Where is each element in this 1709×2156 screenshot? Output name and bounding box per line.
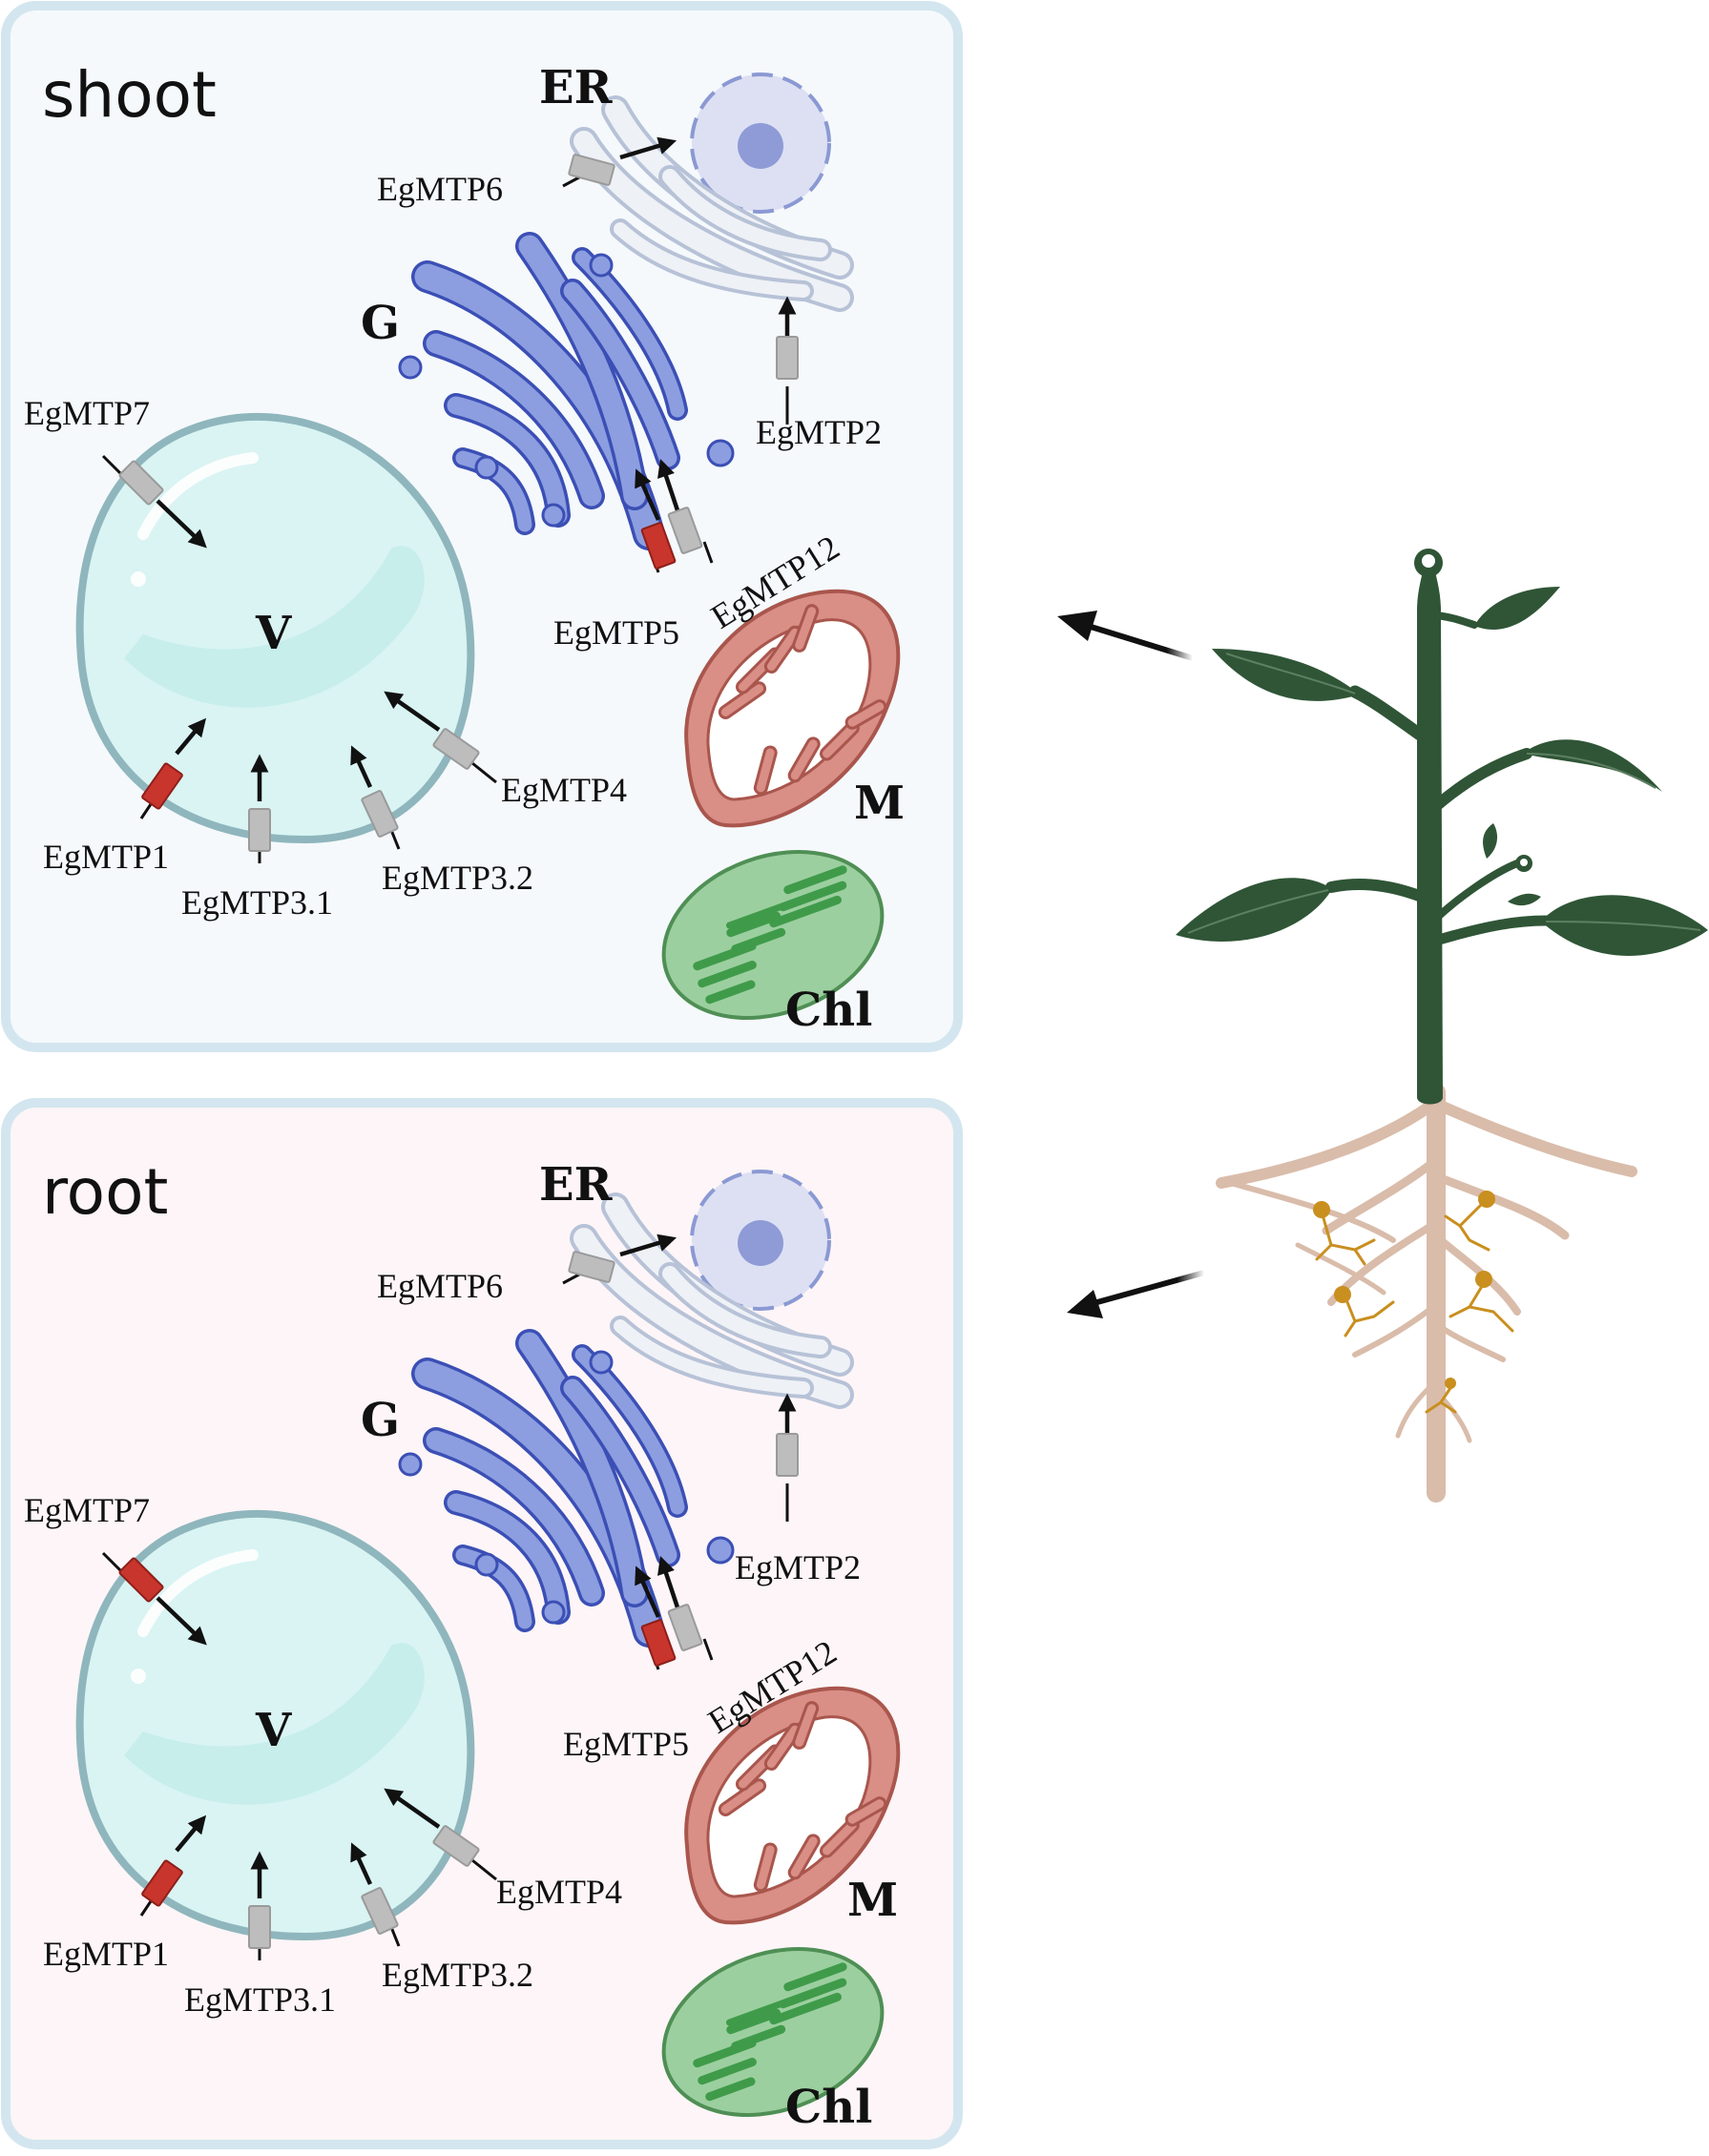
leaf-veins xyxy=(1187,653,1701,934)
gene-label-egmtp6: EgMTP6 xyxy=(377,1267,503,1305)
gene-label-egmtp7: EgMTP7 xyxy=(24,394,150,432)
er-label: ER xyxy=(539,61,614,114)
panel-title: root xyxy=(42,1155,168,1229)
gene-label-egmtp5: EgMTP5 xyxy=(553,613,679,652)
chloroplast-label: Chl xyxy=(785,984,872,1037)
plant-branches xyxy=(1325,612,1552,945)
shoot-pointer-arrow xyxy=(1057,611,1194,661)
shoot-panel: shoot ER G V M Chl EgMTP6 EgMTP2 EgMTP5 … xyxy=(1,1,963,1047)
transporter-egmtp2 xyxy=(776,1433,799,1477)
transporter-egmtp3-1 xyxy=(248,808,271,852)
gene-label-egmtp3-1: EgMTP3.1 xyxy=(181,883,333,922)
golgi-label: G xyxy=(361,297,400,350)
gene-label-egmtp1: EgMTP1 xyxy=(43,1935,169,1973)
plant-illustration xyxy=(1176,549,1708,1503)
gene-label-egmtp3-2: EgMTP3.2 xyxy=(382,1956,533,1994)
apex-bud xyxy=(1414,549,1532,872)
chloroplast-label: Chl xyxy=(785,2081,872,2134)
fungal-hyphae xyxy=(1315,1200,1514,1414)
gene-label-egmtp7: EgMTP7 xyxy=(24,1491,150,1529)
gene-label-egmtp3-1: EgMTP3.1 xyxy=(184,1980,336,2019)
root-pointer-arrow xyxy=(1067,1270,1205,1318)
gene-label-egmtp1: EgMTP1 xyxy=(43,838,169,876)
gene-label-egmtp2: EgMTP2 xyxy=(756,413,882,451)
gene-label-egmtp3-2: EgMTP3.2 xyxy=(382,859,533,897)
gene-label-egmtp2: EgMTP2 xyxy=(735,1548,861,1586)
er-label: ER xyxy=(539,1158,614,1212)
gene-label-egmtp4: EgMTP4 xyxy=(496,1873,622,1911)
golgi-label: G xyxy=(361,1394,400,1447)
vacuole-label: V xyxy=(255,607,292,660)
transporter-egmtp2 xyxy=(776,336,799,380)
transporter-egmtp3-1 xyxy=(248,1905,271,1949)
vacuole-label: V xyxy=(255,1704,292,1757)
gene-label-egmtp4: EgMTP4 xyxy=(501,771,627,809)
mitochondrion-label: M xyxy=(847,1874,898,1927)
plant-stem xyxy=(1417,563,1443,1105)
gene-label-egmtp6: EgMTP6 xyxy=(377,170,503,208)
root-panel: root ER G V M Chl EgMTP6 EgMTP2 EgMTP5 E… xyxy=(1,1098,963,2145)
root-system xyxy=(1216,1083,1637,1503)
gene-label-egmtp5: EgMTP5 xyxy=(563,1725,689,1763)
panel-title: shoot xyxy=(42,58,217,132)
mitochondrion-label: M xyxy=(854,777,905,830)
fungal-spores xyxy=(1313,1191,1495,1389)
